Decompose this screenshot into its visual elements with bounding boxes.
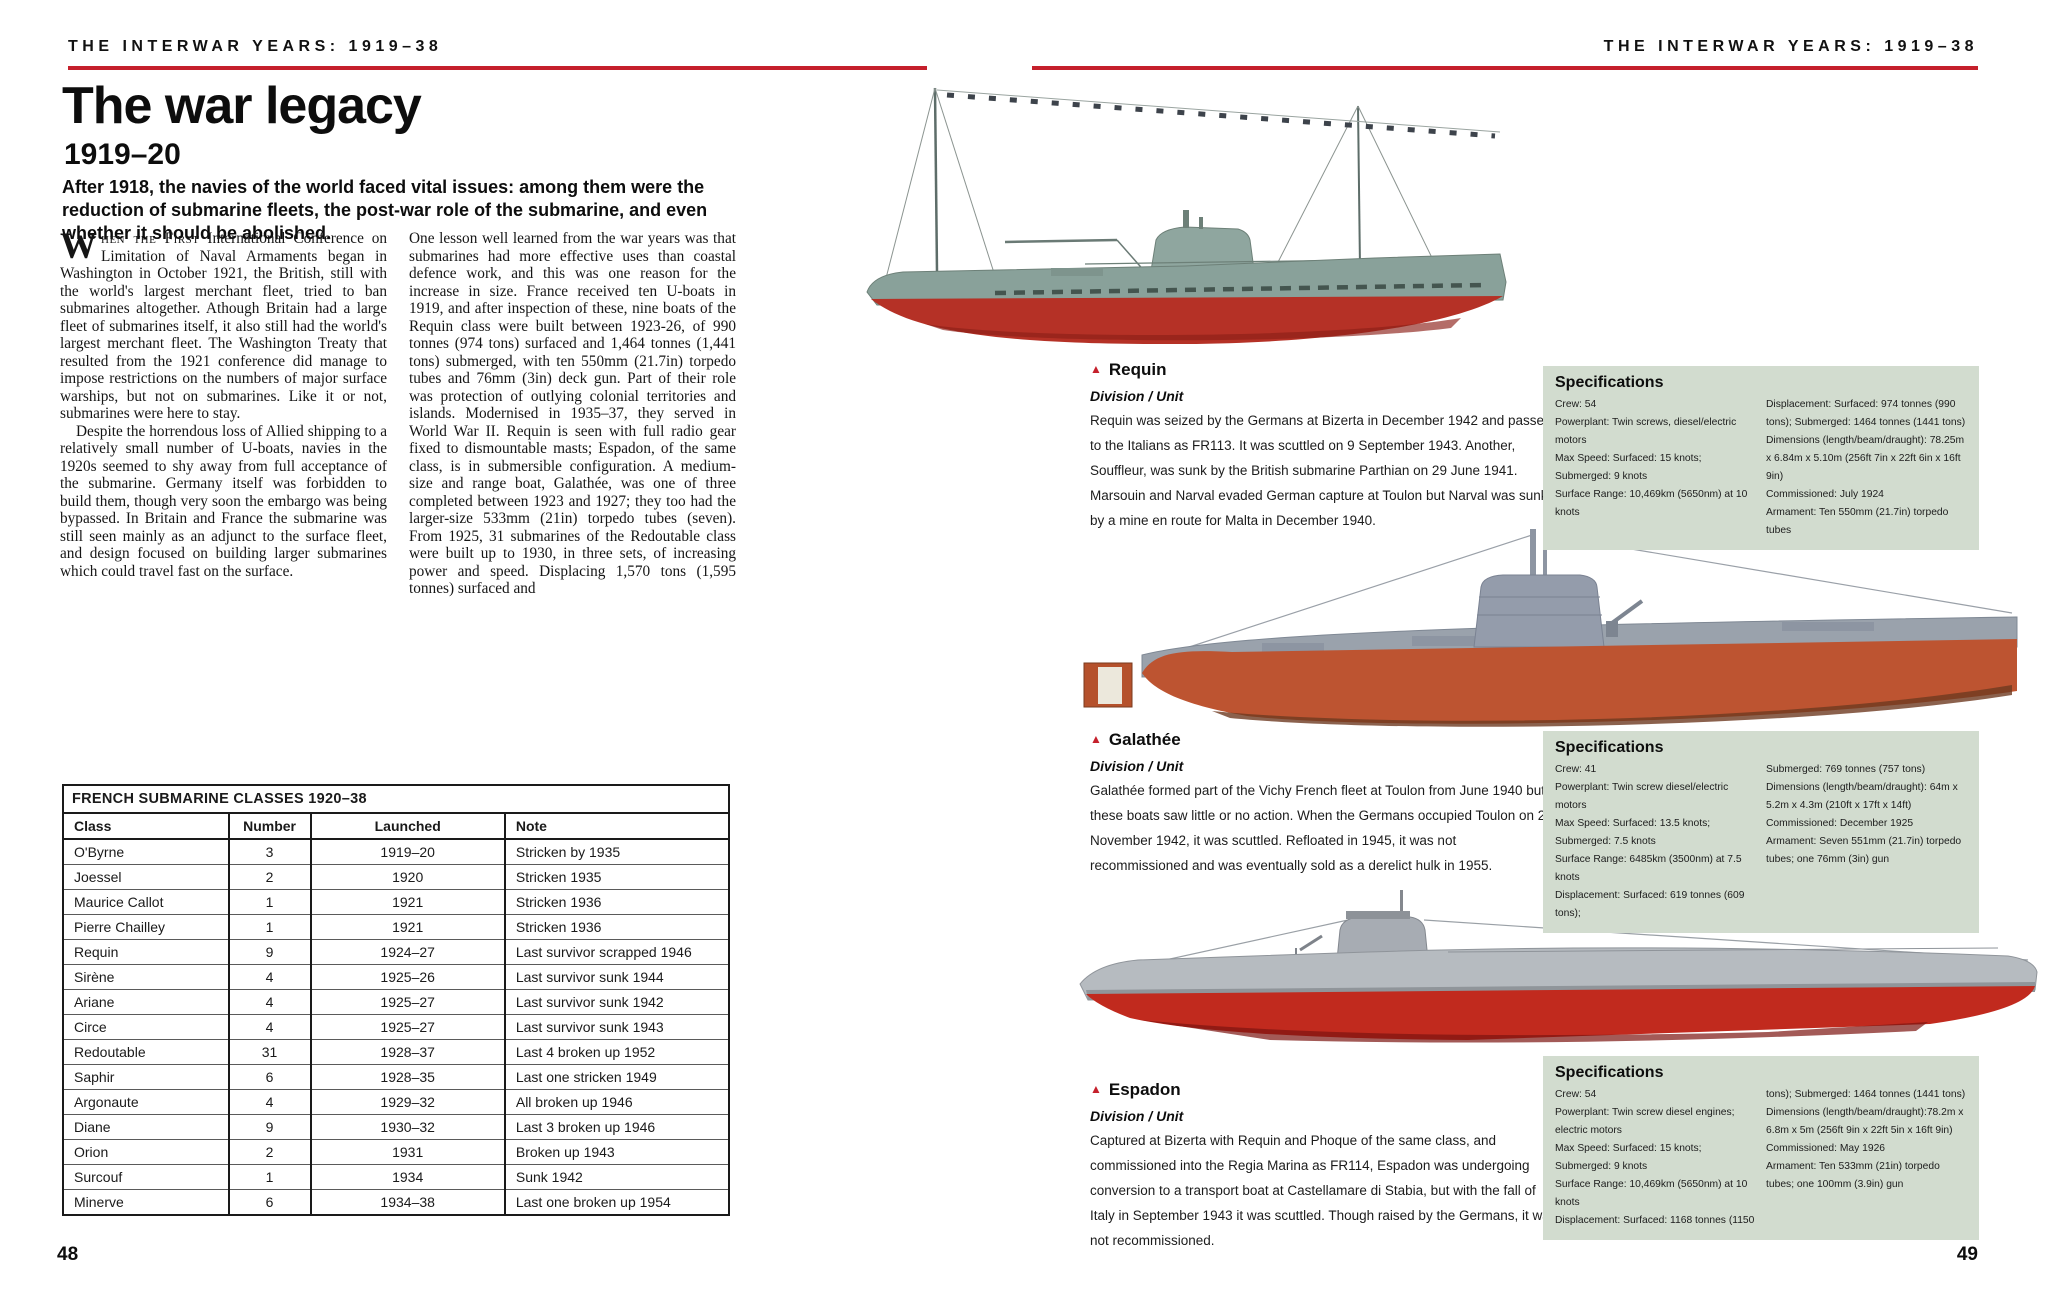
standfirst: After 1918, the navies of the world face… bbox=[62, 177, 708, 243]
specs-left-column: Crew: 54 Powerplant: Twin screw diesel e… bbox=[1555, 1089, 1755, 1226]
specs-box-requin: Specifications Crew: 54 Powerplant: Twin… bbox=[1543, 366, 1979, 550]
page-number-right: 49 bbox=[1956, 1244, 1978, 1265]
specs-title: Specifications bbox=[1555, 374, 1664, 391]
galathee-illustration bbox=[1083, 529, 2018, 727]
entry-description-espadon: Captured at Bizerta with Requin and Phoq… bbox=[1090, 1133, 1557, 1248]
specs-left-column: Crew: 41 Powerplant: Twin screw diesel/e… bbox=[1555, 764, 1745, 919]
paragraph-2: Despite the horrendous loss of Allied sh… bbox=[60, 422, 387, 580]
column-header-launched: Launched bbox=[309, 813, 505, 840]
specs-box-espadon: Specifications Crew: 54 Powerplant: Twin… bbox=[1543, 1056, 1979, 1240]
entry-description-requin: Requin was seized by the Germans at Bize… bbox=[1090, 413, 1552, 528]
entry-name-espadon: ▲Espadon bbox=[1090, 1080, 1181, 1099]
running-head-right: THE INTERWAR YEARS: 1919–38 bbox=[1603, 38, 1978, 55]
specs-right-column: Submerged: 769 tonnes (757 tons) Dimensi… bbox=[1766, 764, 1962, 865]
caption-marker-icon: ▲ bbox=[1090, 732, 1102, 746]
entry-division-requin: Division / Unit bbox=[1090, 388, 1184, 404]
running-head-left: THE INTERWAR YEARS: 1919–38 bbox=[68, 38, 443, 55]
red-rule-right bbox=[1032, 66, 1978, 70]
red-rule-left bbox=[68, 66, 927, 70]
entry-division-galathee: Division / Unit bbox=[1090, 758, 1184, 774]
page-number-left: 48 bbox=[57, 1244, 79, 1265]
specs-left-column: Crew: 54 Powerplant: Twin screws, diesel… bbox=[1555, 399, 1748, 518]
table-header-row: Class Number Launched Note bbox=[63, 813, 729, 840]
entry-name-galathee: ▲Galathée bbox=[1090, 730, 1181, 749]
specs-title: Specifications bbox=[1555, 1064, 1664, 1081]
entry-division-espadon: Division / Unit bbox=[1090, 1108, 1184, 1124]
french-submarine-classes-table: FRENCH SUBMARINE CLASSES 1920–38 Class N… bbox=[62, 784, 730, 1216]
page-title: The war legacy bbox=[62, 77, 422, 135]
column-header-number: Number bbox=[227, 813, 311, 840]
page-subtitle: 1919–20 bbox=[64, 138, 181, 171]
table-title: FRENCH SUBMARINE CLASSES 1920–38 bbox=[63, 784, 729, 814]
body-column-2: One lesson well learned from the war yea… bbox=[409, 230, 736, 598]
entry-name-requin: ▲Requin bbox=[1090, 360, 1167, 379]
dropcap: W bbox=[60, 226, 97, 267]
paragraph-3: One lesson well learned from the war yea… bbox=[409, 230, 736, 597]
entry-description-galathee: Galathée formed part of the Vichy French… bbox=[1090, 783, 1553, 873]
specs-right-column: Displacement: Surfaced: 974 tonnes (990 … bbox=[1766, 399, 1966, 536]
column-header-class: Class bbox=[63, 813, 229, 840]
column-header-note: Note bbox=[503, 813, 729, 840]
specs-box-galathee: Specifications Crew: 41 Powerplant: Twin… bbox=[1543, 731, 1979, 933]
caption-marker-icon: ▲ bbox=[1090, 362, 1102, 376]
specs-right-column: tons); Submerged: 1464 tonnes (1441 tons… bbox=[1766, 1089, 1966, 1190]
specs-title: Specifications bbox=[1555, 739, 1664, 756]
caption-marker-icon: ▲ bbox=[1090, 1082, 1102, 1096]
requin-illustration bbox=[866, 87, 1507, 345]
espadon-illustration bbox=[1079, 890, 2038, 1043]
